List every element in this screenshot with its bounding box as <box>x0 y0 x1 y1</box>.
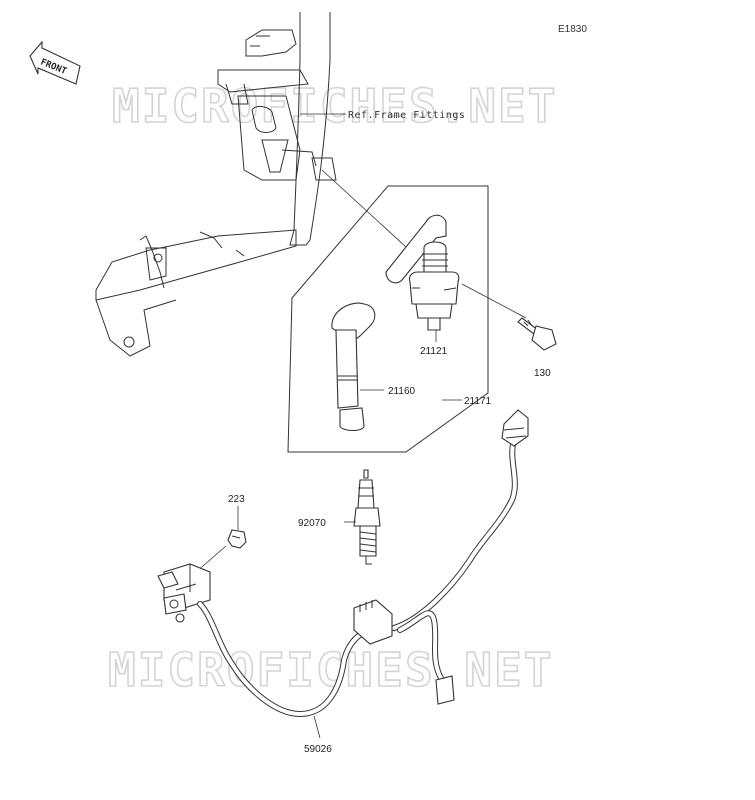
spark-plug <box>353 469 381 565</box>
part-label-21121: 21121 <box>420 346 448 357</box>
leader-223-to-sensor <box>195 545 227 573</box>
watermark-bottom: MICROFICHES.NET <box>108 643 553 697</box>
pickup-sensor <box>157 563 211 623</box>
part-label-92070: 92070 <box>298 518 326 529</box>
sensor-wiring <box>197 437 518 717</box>
diagram-code: E1830 <box>558 24 587 35</box>
wire-connector <box>353 599 393 645</box>
part-label-223: 223 <box>228 494 245 505</box>
ignition-coil <box>385 214 460 331</box>
bolt-leader <box>461 283 527 319</box>
assembly-outline <box>287 185 489 453</box>
frame-drawing <box>95 12 337 357</box>
front-arrow-icon: FRONT <box>29 40 81 85</box>
bolt-223 <box>227 529 247 549</box>
part-label-130: 130 <box>534 368 551 379</box>
part-label-59026: 59026 <box>304 744 332 755</box>
bolt-130 <box>517 317 557 351</box>
part-label-21160: 21160 <box>388 386 416 397</box>
plug-terminal <box>435 675 455 705</box>
reference-label: Ref.Frame Fittings <box>348 110 465 121</box>
watermark-top: MICROFICHES.NET <box>112 79 557 133</box>
spark-plug-cap <box>331 302 376 432</box>
mount-leader <box>321 169 419 259</box>
leader-59026 <box>313 715 321 739</box>
boot-terminal <box>501 409 529 447</box>
part-label-21171: 21171 <box>464 396 492 407</box>
